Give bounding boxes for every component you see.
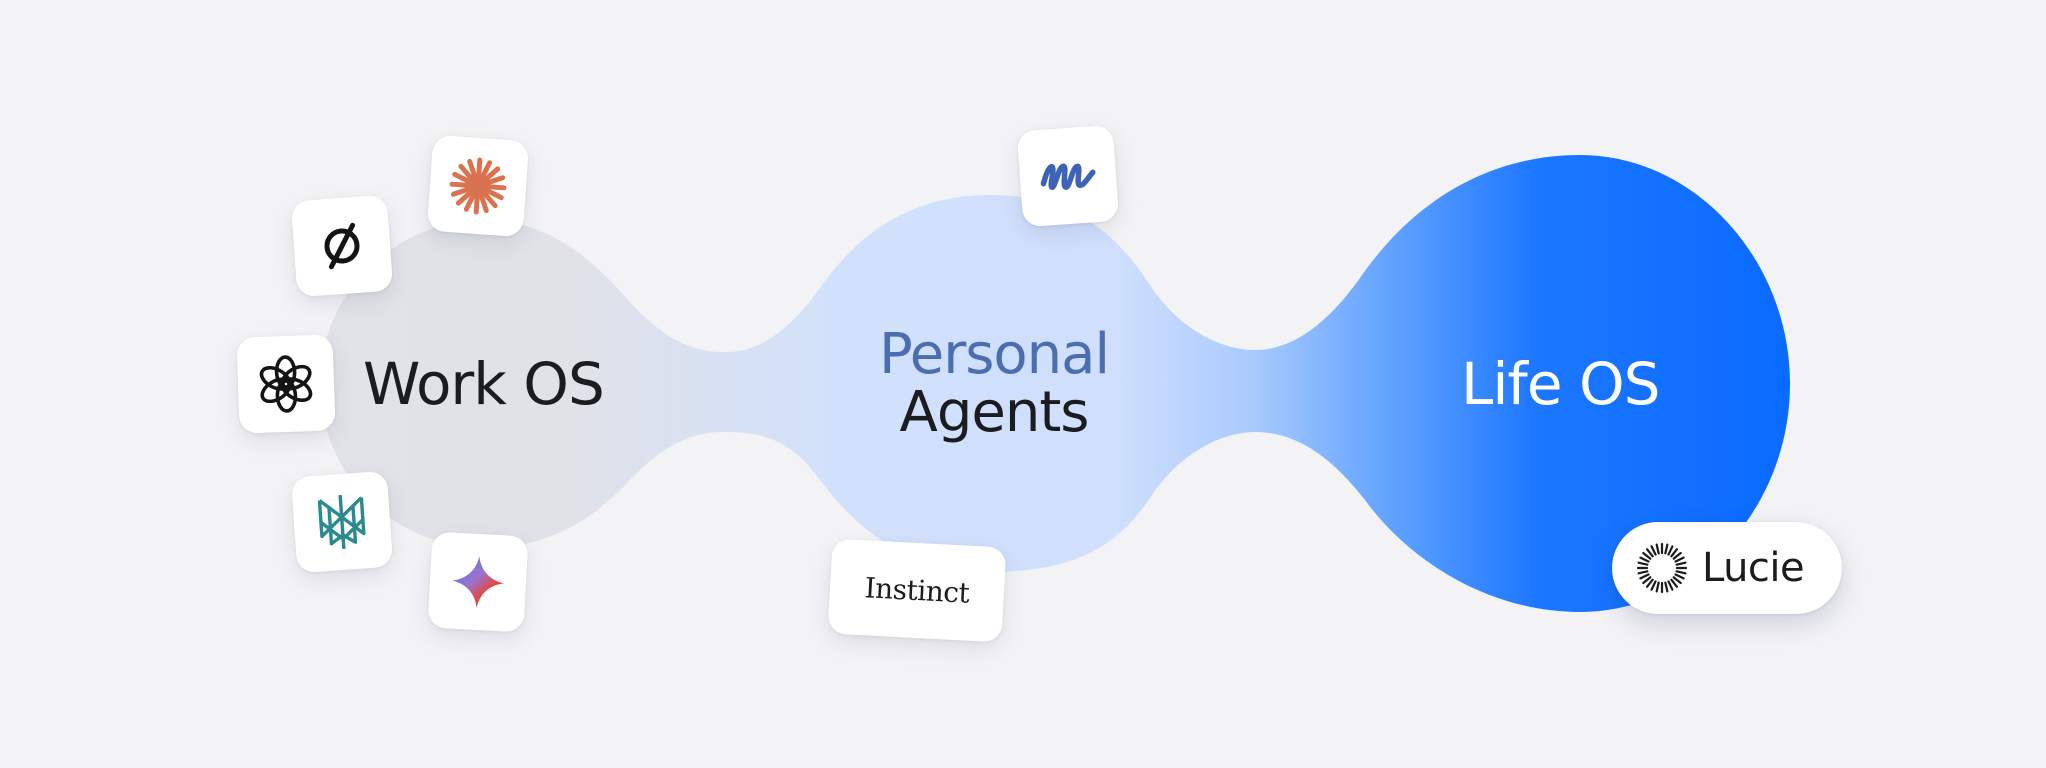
openai-icon (259, 355, 313, 413)
lucie-burst-icon (1636, 542, 1688, 594)
burst-ray (1674, 573, 1685, 580)
burst-ray (1637, 570, 1649, 575)
burst-ray (1674, 556, 1685, 563)
perplexity-tile (290, 194, 394, 298)
gemini-icon (452, 556, 504, 608)
burst-ray (1650, 580, 1657, 591)
personal-label: Personal (878, 322, 1110, 387)
burst-ray (1645, 548, 1654, 558)
life-os-label: Life OS (1461, 350, 1660, 418)
burst-ray (1645, 578, 1654, 588)
instinct-wordmark: Instinct (863, 571, 971, 610)
burst-ray (1664, 543, 1669, 555)
scribble-m-logo-icon (1040, 163, 1096, 190)
openai-tile (236, 334, 336, 434)
burst-ray (1670, 578, 1679, 588)
burst-ray (1655, 543, 1660, 555)
lucie-pill: Lucie (1612, 522, 1842, 614)
teal-logo-tile (290, 470, 394, 574)
burst-ray (1655, 581, 1660, 593)
burst-ray (1639, 573, 1650, 580)
burst-ray (1639, 556, 1650, 563)
gemini-tile (427, 531, 529, 633)
burst-ray (1672, 576, 1682, 585)
burst-ray (1650, 545, 1657, 556)
claude-tile (426, 134, 530, 238)
burst-ray (1675, 570, 1687, 575)
burst-ray (1667, 580, 1674, 591)
burst-ray (1672, 551, 1682, 560)
burst-ray (1667, 545, 1674, 556)
burst-ray (1670, 548, 1679, 558)
teal-cross-logo-icon (317, 494, 366, 550)
instinct-tile: Instinct (827, 538, 1007, 643)
burst-ray (1637, 561, 1649, 566)
perplexity-icon (324, 222, 360, 270)
bubble-chain-path (320, 155, 1790, 612)
burst-ray (1664, 581, 1669, 593)
burst-ray (1642, 551, 1652, 560)
agents-label: Agents (899, 380, 1090, 445)
work-os-label: Work OS (363, 350, 605, 418)
lucie-label: Lucie (1702, 545, 1805, 591)
scribble-logo-tile (1016, 124, 1120, 228)
burst-ray (1642, 576, 1652, 585)
burst-ray (1675, 561, 1687, 566)
claude-icon (449, 157, 507, 215)
